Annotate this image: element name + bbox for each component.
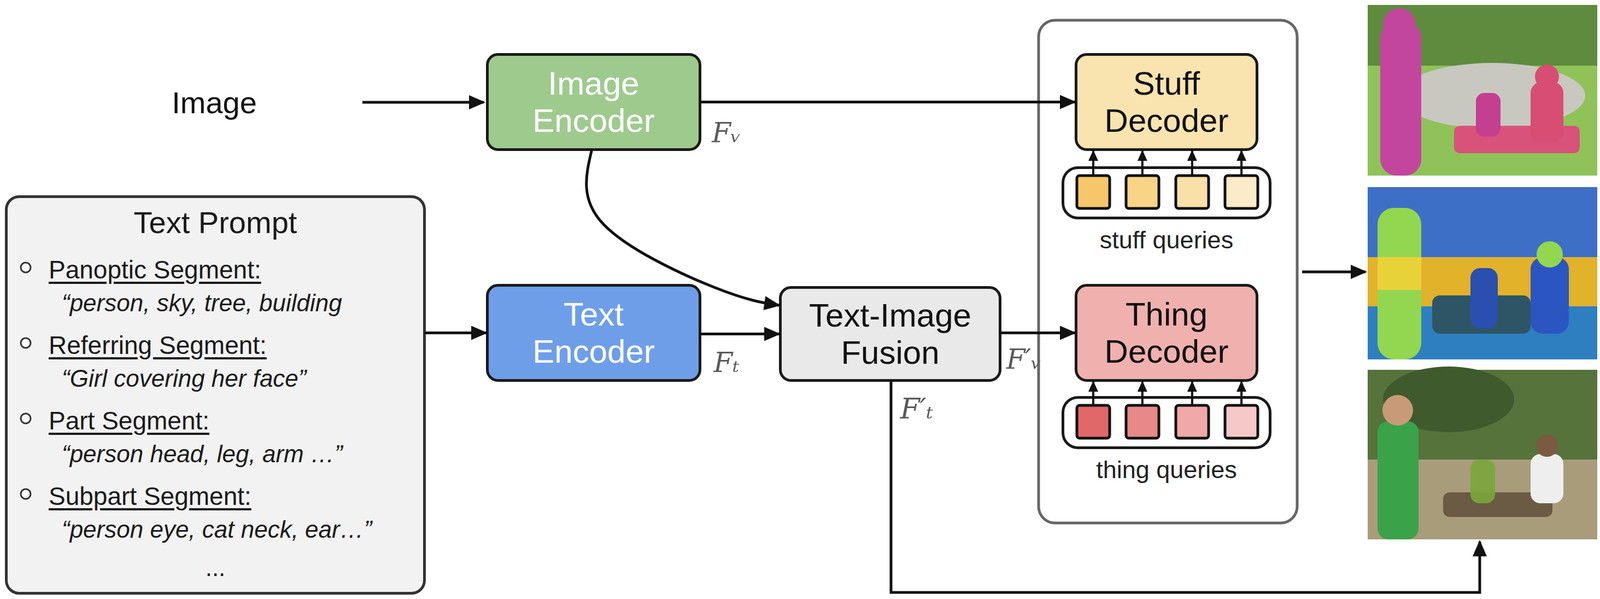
person-part-segment <box>1536 241 1563 268</box>
box-label: Thing Decoder <box>1089 295 1244 369</box>
panoptic-output-image <box>1367 4 1598 176</box>
task-heading: Referring Segment: <box>48 331 267 360</box>
arrow-line <box>1001 331 1075 334</box>
image-background <box>1367 4 1598 176</box>
decoder-box: Thing Decoder <box>1074 283 1259 382</box>
decoder-box: Stuff Decoder <box>1074 53 1259 151</box>
query-square <box>1225 175 1258 209</box>
bullet-circle <box>20 262 31 273</box>
task-heading: Part Segment: <box>48 406 210 435</box>
decoder-group-box <box>1038 20 1298 523</box>
feature-label: F′ᵥ <box>1006 343 1042 375</box>
query-caption: stuff queries <box>1064 226 1269 254</box>
arrow-line <box>586 150 779 306</box>
person-part-segment <box>1377 207 1422 360</box>
query-square <box>1126 175 1159 209</box>
person-segment <box>1380 21 1422 176</box>
encoder-box: Text Encoder <box>485 283 702 382</box>
query-square <box>1076 175 1110 209</box>
arrow-line <box>1240 150 1243 176</box>
referring-output-image <box>1367 366 1598 539</box>
flow-arrow <box>701 333 779 334</box>
person-part-segment <box>1377 256 1422 290</box>
arrow-line <box>1141 150 1144 176</box>
box-label: Text Encoder <box>511 295 676 369</box>
person-part-segment <box>1470 267 1498 328</box>
arrow-line <box>1141 381 1144 406</box>
arrow-line <box>1092 150 1095 176</box>
prompt-example: “Girl covering her face” <box>61 365 307 392</box>
prompt-example: “person eye, cat neck, ear…” <box>61 516 372 543</box>
query-square <box>1076 405 1110 438</box>
feature-label: F′ₜ <box>900 391 934 425</box>
person-figure <box>1530 453 1564 503</box>
arrow-line <box>425 331 486 334</box>
query-group-box: stuff queries <box>1061 166 1272 220</box>
prompt-example: “person, sky, tree, building <box>61 289 343 316</box>
arrow-line <box>1191 381 1194 406</box>
person-part-segment <box>1530 256 1569 334</box>
arrow-line <box>1240 381 1243 406</box>
flow-arrow <box>1093 150 1242 176</box>
flow-arrow <box>1001 332 1075 333</box>
bullet-circle <box>20 413 31 424</box>
person-segment <box>1382 8 1416 41</box>
encoder-box: Image Encoder <box>485 53 702 151</box>
text-feature-arrow <box>891 381 1480 593</box>
arrow-line <box>1191 150 1194 176</box>
arrow-line <box>701 332 779 336</box>
person-segment <box>1534 64 1560 89</box>
person-figure <box>1536 434 1558 457</box>
bullet-circle <box>20 488 31 499</box>
query-square <box>1225 405 1258 438</box>
query-group-box: thing queries <box>1061 395 1272 449</box>
input-arrow <box>362 101 484 104</box>
girl-segment <box>1470 459 1496 503</box>
flow-arrow <box>701 101 1075 103</box>
image-background <box>1367 186 1598 360</box>
prompt-box: Text PromptPanoptic Segment: “person, sky… <box>4 195 426 595</box>
fusion-box: Text-Image Fusion <box>778 285 1002 382</box>
flow-arrow <box>586 150 779 306</box>
output-arrow <box>1302 270 1366 274</box>
task-heading: Panoptic Segment: <box>48 255 262 284</box>
part-output-image <box>1367 186 1598 360</box>
task-heading: Subpart Segment: <box>48 482 252 511</box>
feature-label: Fₜ <box>713 346 740 379</box>
input-label: Image <box>171 84 257 121</box>
arrow-line <box>1092 381 1095 406</box>
person-figure <box>1382 394 1414 426</box>
prompt-title: Text Prompt <box>7 205 424 240</box>
feature-label: Fᵥ <box>711 116 741 149</box>
query-square <box>1126 405 1159 438</box>
query-square <box>1175 175 1209 209</box>
person-figure <box>1377 420 1419 539</box>
person-segment <box>1530 81 1564 143</box>
query-caption: thing queries <box>1064 455 1269 484</box>
box-label: Image Encoder <box>511 65 676 139</box>
bullet-circle <box>20 337 31 348</box>
box-label: Stuff Decoder <box>1089 65 1244 139</box>
tree-region <box>1382 366 1515 432</box>
ellipsis-text: ... <box>7 554 424 581</box>
prompt-example: “person head, leg, arm …” <box>61 440 343 467</box>
flow-arrow <box>425 332 486 333</box>
query-square <box>1175 405 1209 438</box>
person-segment <box>1475 92 1501 137</box>
flow-arrow <box>1093 381 1242 406</box>
box-label: Text-Image Fusion <box>789 296 992 371</box>
arrow-line <box>701 100 1075 104</box>
